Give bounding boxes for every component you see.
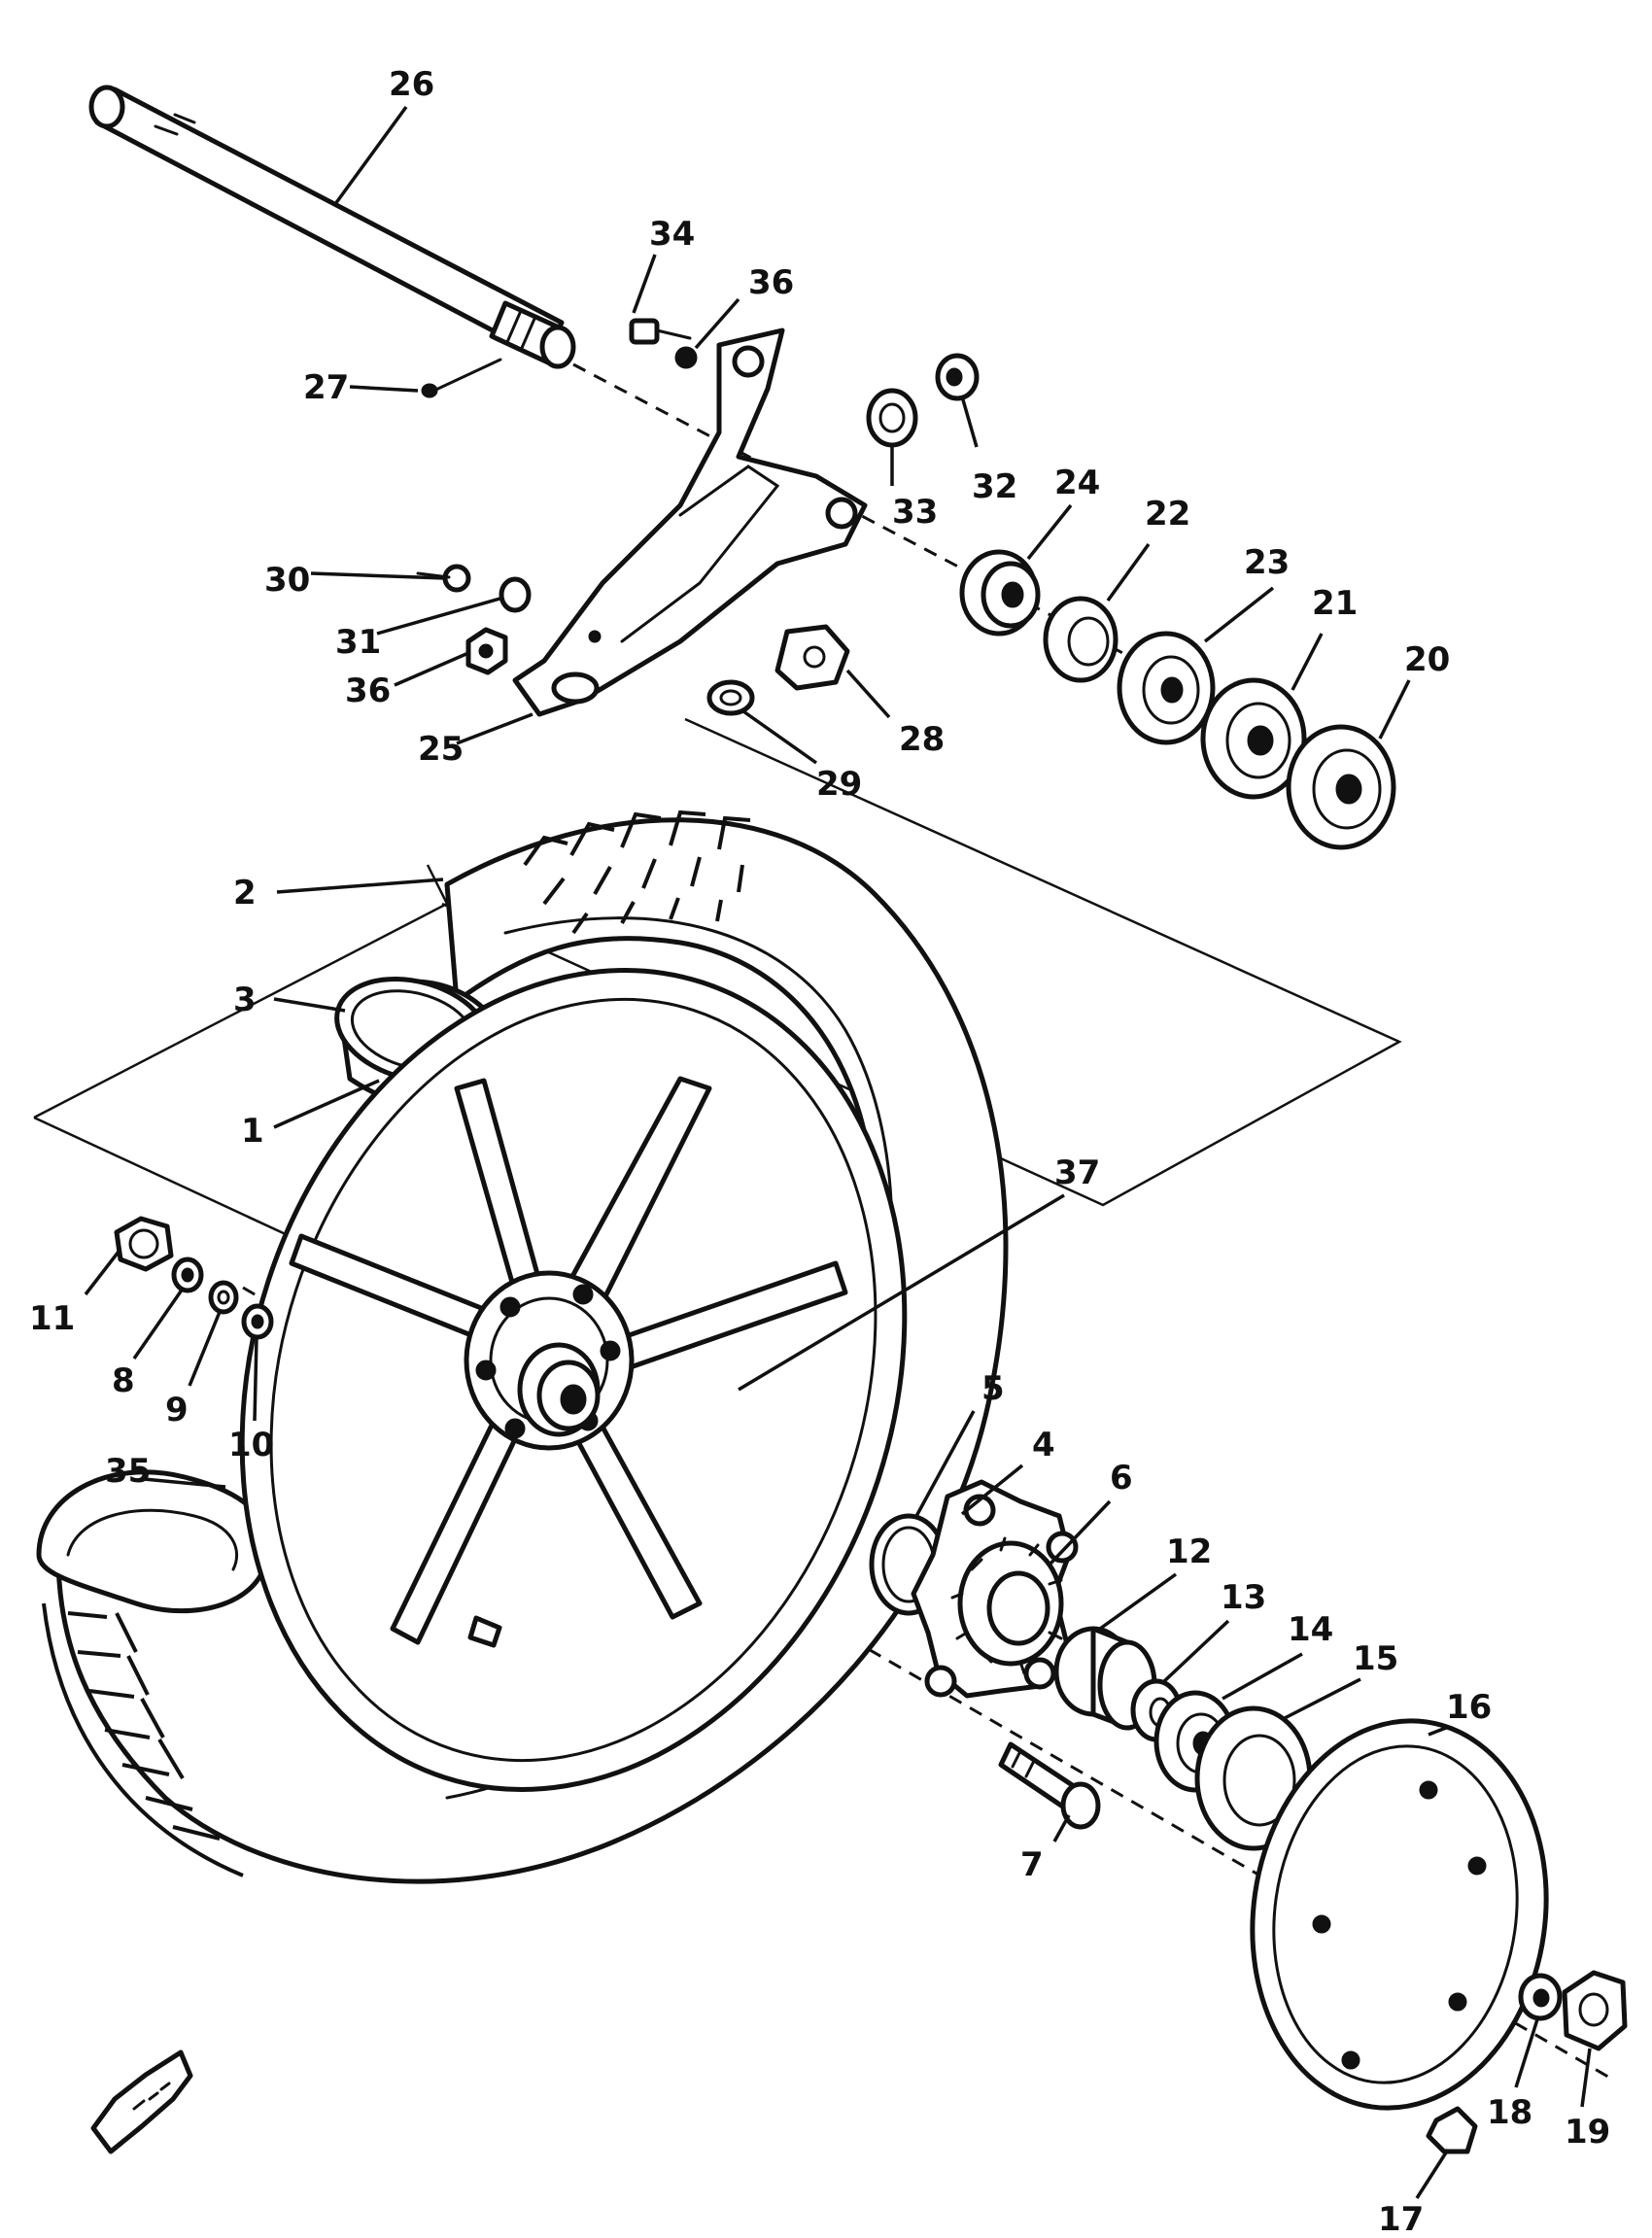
axle-nut-11	[114, 1216, 174, 1272]
tire-section	[36, 1469, 271, 1877]
cast-wheel	[239, 968, 908, 1792]
callout-24: 24	[1054, 464, 1100, 502]
bearing-21	[1200, 677, 1307, 800]
callout-23: 23	[1244, 543, 1290, 582]
callout-29: 29	[816, 765, 862, 804]
callout-labels: 26 27 34 36 32 33 24 22 23 21 20 30 31 3…	[29, 65, 1610, 2238]
callout-18: 18	[1487, 2093, 1532, 2132]
callout-26: 26	[389, 65, 434, 104]
leader-lines	[84, 105, 1592, 2199]
callout-36-lower: 36	[345, 671, 391, 710]
callout-15: 15	[1353, 1639, 1398, 1678]
callout-36-top: 36	[748, 263, 794, 302]
callout-3: 3	[233, 981, 257, 1019]
nut-36-lower	[465, 627, 508, 675]
callout-6: 6	[1110, 1459, 1133, 1498]
bearing-20	[1286, 724, 1396, 850]
nut-32	[935, 353, 980, 401]
oil-seal-23	[1117, 631, 1216, 745]
bushing-28	[774, 624, 850, 691]
axle	[88, 85, 576, 369]
callout-4: 4	[1032, 1426, 1055, 1464]
washer-36-top	[674, 346, 698, 369]
cotter-pin	[421, 358, 502, 398]
front-direction-icon	[90, 2049, 193, 2154]
callout-25: 25	[418, 730, 464, 769]
callout-28: 28	[899, 720, 945, 759]
callout-13: 13	[1221, 1578, 1266, 1617]
lock-washer-18	[1518, 1973, 1563, 2021]
callout-31: 31	[335, 623, 381, 662]
sprocket-16	[1250, 1718, 1549, 2111]
damper-6	[950, 1536, 1064, 1675]
callout-10: 10	[228, 1426, 274, 1464]
callout-1: 1	[241, 1112, 264, 1151]
callout-27: 27	[303, 368, 349, 407]
callout-20: 20	[1404, 640, 1450, 679]
callout-30: 30	[264, 561, 310, 600]
callout-35: 35	[105, 1452, 151, 1491]
callout-8: 8	[112, 1361, 135, 1400]
center-axis-line	[572, 362, 1342, 770]
washer-9	[208, 1280, 239, 1315]
callout-5: 5	[981, 1369, 1005, 1408]
callout-16: 16	[1446, 1688, 1492, 1727]
collar-29	[706, 679, 755, 716]
callout-17: 17	[1378, 2200, 1424, 2238]
callout-11: 11	[29, 1299, 75, 1338]
nut-19	[1562, 1970, 1628, 2051]
callout-14: 14	[1288, 1610, 1333, 1649]
collar-12	[1053, 1626, 1157, 1731]
callout-37: 37	[1054, 1153, 1100, 1192]
callout-12: 12	[1166, 1532, 1212, 1571]
bolt-34	[629, 318, 692, 345]
callout-22: 22	[1145, 495, 1190, 534]
nut-31	[499, 576, 532, 613]
bolt-7	[998, 1741, 1101, 1830]
callout-7: 7	[1020, 1845, 1044, 1884]
callout-19: 19	[1565, 2113, 1610, 2152]
callout-21: 21	[1312, 584, 1358, 623]
collar-33	[866, 388, 918, 448]
collar-22	[1043, 596, 1119, 683]
bolt-17	[1426, 2106, 1478, 2154]
callout-34: 34	[649, 215, 695, 254]
callout-2: 2	[233, 874, 257, 912]
washer-8	[171, 1257, 204, 1293]
callout-32: 32	[972, 467, 1017, 506]
collar-10	[241, 1303, 274, 1340]
caliper-bracket	[512, 327, 868, 717]
callout-33: 33	[892, 493, 938, 532]
spacer-24	[959, 549, 1041, 637]
callout-9: 9	[165, 1391, 189, 1429]
